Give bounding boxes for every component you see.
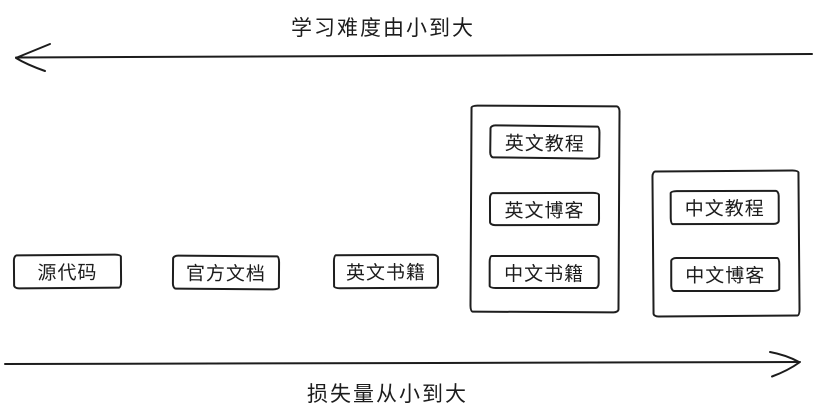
node-chinese-books: 中文书籍 — [488, 254, 600, 289]
group-harder-resources: 英文教程 英文博客 中文书籍 — [469, 104, 621, 314]
difficulty-axis-label: 学习难度由小到大 — [291, 17, 475, 40]
node-label: 中文博客 — [685, 265, 766, 288]
node-label: 英文教程 — [504, 133, 585, 155]
node-english-blogs: 英文博客 — [488, 191, 601, 227]
right-arrow-icon — [4, 351, 801, 378]
node-label: 官方文档 — [185, 263, 267, 286]
group-hardest-resources: 中文教程 中文博客 — [651, 169, 801, 318]
node-source-code: 源代码 — [12, 253, 123, 290]
node-official-docs: 官方文档 — [171, 254, 281, 291]
loss-axis-label: 损失量从小到大 — [307, 383, 468, 406]
left-arrow-icon — [15, 43, 813, 72]
node-label: 英文书籍 — [345, 262, 427, 285]
node-chinese-blogs: 中文博客 — [670, 256, 781, 293]
node-english-tutorials: 英文教程 — [489, 124, 601, 160]
node-label: 中文教程 — [684, 198, 765, 221]
node-english-books: 英文书籍 — [332, 253, 440, 290]
node-label: 英文博客 — [504, 200, 585, 222]
node-label: 源代码 — [37, 262, 98, 285]
node-chinese-tutorials: 中文教程 — [669, 189, 780, 226]
node-label: 中文书籍 — [504, 263, 585, 285]
